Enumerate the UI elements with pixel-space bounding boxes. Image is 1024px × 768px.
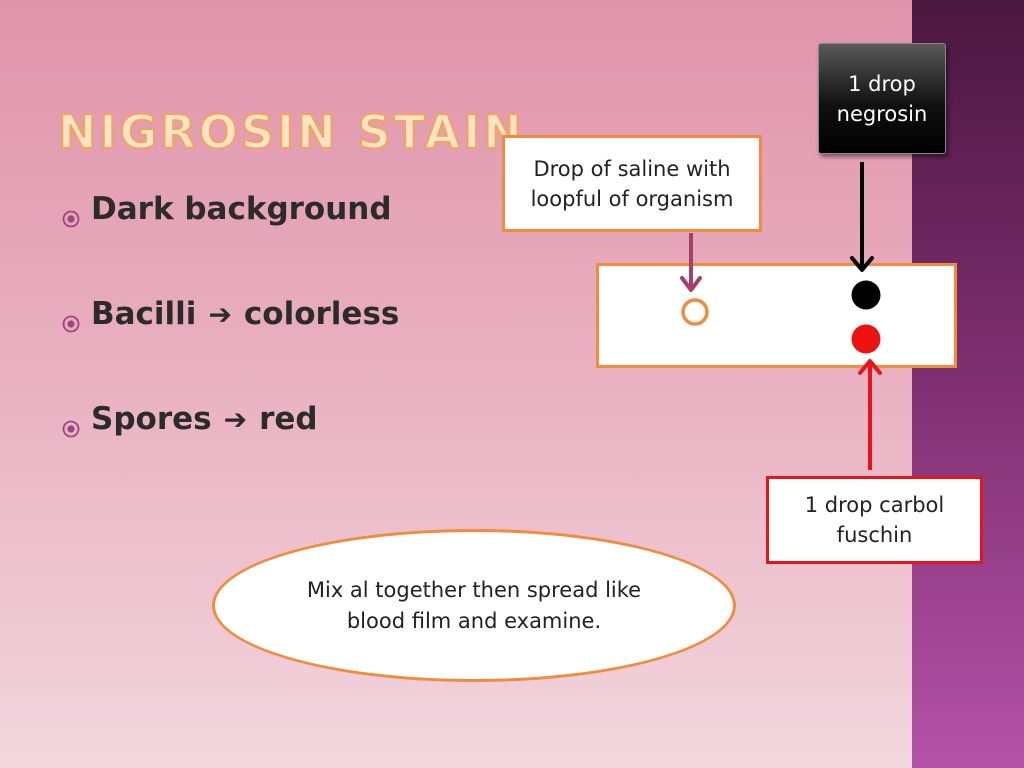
negrosin-drop — [851, 280, 881, 310]
saline-arrow — [680, 233, 702, 292]
bullet-label: Spores — [91, 401, 212, 437]
instruction-text: Mix al together then spread like blood f… — [306, 577, 642, 633]
negrosin-arrow — [850, 162, 874, 272]
bullet-item-bacilli: Bacilli ➔ colorless — [62, 296, 400, 333]
saline-label-box: Drop of saline with loopful of organism — [502, 135, 762, 232]
organism-drop — [681, 298, 709, 326]
carbol-fuschin-drop — [851, 324, 881, 354]
circled-dot-icon — [62, 305, 80, 333]
carbol-fuschin-label-box: 1 drop carbol fuschin — [766, 476, 983, 564]
carbol-fuschin-arrow — [858, 359, 882, 470]
bullet-label: Dark background — [91, 191, 392, 227]
saline-label: Drop of saline with loopful of organism — [530, 156, 734, 211]
slide-title: Nigrosin Stain — [57, 104, 525, 160]
right-arrow-icon: ➔ — [223, 402, 248, 436]
negrosin-label: 1 drop negrosin — [836, 71, 928, 126]
glass-slide — [596, 263, 957, 368]
right-arrow-icon: ➔ — [208, 297, 232, 331]
circled-dot-icon — [62, 410, 80, 438]
carbol-fuschin-label: 1 drop carbol fuschin — [804, 493, 945, 547]
bullet-result: red — [259, 401, 318, 437]
bullet-label: Bacilli — [91, 296, 197, 332]
bullet-item-dark-background: Dark background — [62, 191, 392, 228]
bullet-item-spores: Spores ➔ red — [62, 401, 318, 438]
negrosin-label-box: 1 drop negrosin — [818, 43, 946, 154]
bullet-result: colorless — [243, 296, 400, 332]
instruction-ellipse: Mix al together then spread like blood f… — [212, 529, 736, 682]
circled-dot-icon — [62, 200, 80, 228]
